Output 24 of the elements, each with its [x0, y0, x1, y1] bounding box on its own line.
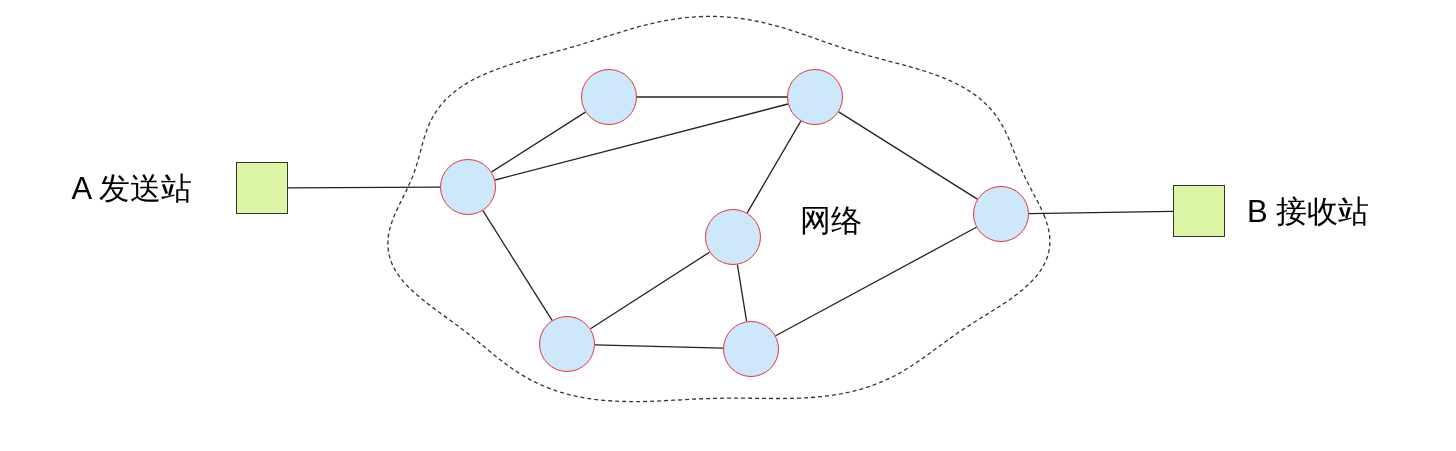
- connection-line: [482, 210, 553, 321]
- connection-line: [494, 103, 789, 181]
- connection-line: [838, 111, 978, 200]
- connection-line: [774, 226, 978, 337]
- network-label: 网络: [800, 202, 862, 240]
- network-node-circle: [787, 69, 843, 125]
- connection-line: [1028, 210, 1174, 215]
- connection-line: [287, 186, 441, 189]
- station-label: B 接收站: [1247, 193, 1370, 231]
- station-box: [236, 162, 288, 214]
- network-node-circle: [440, 159, 496, 215]
- connection-line: [746, 120, 802, 214]
- connection-line: [594, 344, 724, 349]
- station-label: A 发送站: [71, 170, 192, 208]
- network-node-circle: [973, 186, 1029, 242]
- connection-line: [490, 111, 587, 173]
- station-box: [1173, 185, 1225, 237]
- connection-line: [636, 96, 788, 98]
- network-node-circle: [539, 316, 595, 372]
- network-node-circle: [705, 209, 761, 265]
- connection-line: [589, 251, 711, 330]
- network-node-circle: [723, 321, 779, 377]
- network-node-circle: [581, 69, 637, 125]
- connection-line: [736, 263, 748, 323]
